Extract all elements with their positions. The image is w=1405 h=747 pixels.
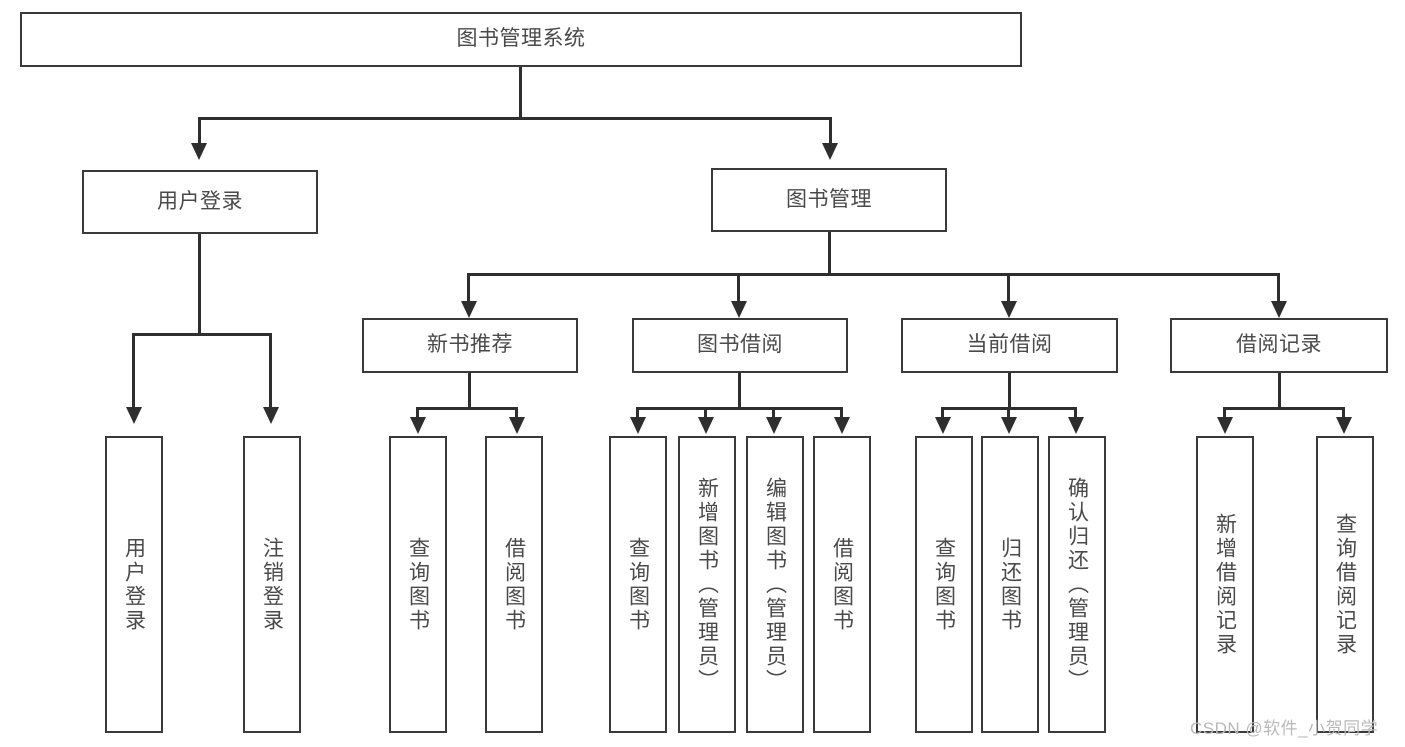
node-label: 当前借阅	[966, 333, 1053, 357]
arrowhead-to-leaf-return-book	[1001, 417, 1017, 434]
arrowhead-to-book-borrow	[731, 301, 747, 318]
node-label: 注销登录	[260, 536, 284, 633]
connector-current-borrow-stem	[1008, 373, 1011, 410]
node-label: 新增借阅记录	[1213, 512, 1237, 657]
connector-user-login-busbar	[132, 333, 272, 336]
connector-borrow-record-busbar	[1223, 407, 1345, 410]
node-user-login[interactable]: 用户登录	[82, 170, 318, 234]
leaf-query-book-current[interactable]: 查询图书	[915, 436, 973, 733]
connector-book-borrow-drop-3	[772, 407, 775, 419]
node-book-borrow[interactable]: 图书借阅	[632, 318, 848, 373]
connector-book-borrow-drop-2	[704, 407, 707, 419]
node-label: 编辑图书（管理员）	[763, 476, 787, 693]
connector-root-stem	[519, 67, 522, 119]
leaf-add-borrow-record[interactable]: 新增借阅记录	[1196, 436, 1254, 733]
connector-book-manage-drop-4	[1277, 273, 1280, 303]
connector-book-manage-drop-2	[737, 273, 740, 303]
arrowhead-to-new-book-recommend	[461, 301, 477, 318]
arrowhead-to-leaf-add-book	[698, 417, 714, 434]
node-label: 新书推荐	[427, 333, 513, 357]
leaf-query-borrow-record[interactable]: 查询借阅记录	[1316, 436, 1374, 733]
connector-root-drop-right	[829, 117, 832, 145]
connector-book-manage-drop-1	[467, 273, 470, 303]
connector-book-borrow-busbar	[636, 407, 842, 410]
node-label: 用户登录	[122, 536, 146, 633]
connector-root-busbar	[198, 117, 832, 120]
node-label: 借阅图书	[830, 536, 854, 633]
node-book-manage[interactable]: 图书管理	[711, 168, 947, 232]
connector-user-login-drop-1	[132, 333, 135, 409]
connector-new-book-drop-2	[515, 407, 518, 419]
connector-book-borrow-drop-4	[840, 407, 843, 419]
arrowhead-to-current-borrow	[1001, 301, 1017, 318]
connector-user-login-stem	[198, 234, 201, 335]
leaf-confirm-return-admin[interactable]: 确认归还（管理员）	[1048, 436, 1106, 733]
node-label: 用户登录	[157, 189, 243, 213]
node-label: 新增图书（管理员）	[695, 476, 719, 693]
connector-current-borrow-drop-1	[941, 407, 944, 419]
watermark-text: CSDN @软件_小贺同学	[1190, 719, 1379, 738]
arrowhead-to-leaf-query-book-b	[630, 417, 646, 434]
connector-user-login-drop-2	[269, 333, 272, 409]
arrowhead-to-leaf-edit-book	[766, 417, 782, 434]
connector-new-book-stem	[468, 373, 471, 410]
node-label: 查询图书	[406, 536, 430, 633]
arrowhead-to-leaf-query-book-a	[410, 417, 426, 434]
arrowhead-to-leaf-query-book-c	[935, 417, 951, 434]
connector-book-borrow-stem	[738, 373, 741, 410]
arrowhead-to-book-manage	[822, 143, 838, 160]
connector-new-book-busbar	[416, 407, 518, 410]
leaf-query-book-recommend[interactable]: 查询图书	[389, 436, 447, 733]
connector-book-borrow-drop-1	[636, 407, 639, 419]
arrowhead-to-leaf-query-record	[1336, 417, 1352, 434]
leaf-edit-book-admin[interactable]: 编辑图书（管理员）	[746, 436, 804, 733]
connector-current-borrow-drop-3	[1074, 407, 1077, 419]
leaf-borrow-book-recommend[interactable]: 借阅图书	[485, 436, 543, 733]
leaf-return-book[interactable]: 归还图书	[981, 436, 1039, 733]
leaf-borrow-book[interactable]: 借阅图书	[813, 436, 871, 733]
leaf-user-login[interactable]: 用户登录	[105, 436, 163, 733]
connector-borrow-record-drop-2	[1342, 407, 1345, 419]
connector-book-manage-stem	[828, 232, 831, 275]
arrowhead-to-leaf-confirm-return	[1068, 417, 1084, 434]
arrowhead-to-user-login	[191, 143, 207, 160]
node-root-system[interactable]: 图书管理系统	[20, 12, 1022, 67]
connector-borrow-record-stem	[1278, 373, 1281, 410]
node-borrow-record[interactable]: 借阅记录	[1170, 318, 1388, 373]
arrowhead-to-leaf-user-login	[126, 407, 142, 424]
node-label: 图书借阅	[697, 333, 783, 357]
node-label: 归还图书	[998, 536, 1022, 633]
arrowhead-to-leaf-add-record	[1217, 417, 1233, 434]
node-label: 查询借阅记录	[1333, 512, 1357, 657]
node-current-borrow[interactable]: 当前借阅	[901, 318, 1118, 373]
node-label: 借阅图书	[502, 536, 526, 633]
node-label: 确认归还（管理员）	[1065, 476, 1089, 693]
connector-root-drop-left	[198, 117, 201, 145]
connector-book-manage-drop-3	[1007, 273, 1010, 303]
node-label: 查询图书	[626, 536, 650, 633]
node-new-book-recommend[interactable]: 新书推荐	[362, 318, 578, 373]
leaf-query-book-borrow[interactable]: 查询图书	[609, 436, 667, 733]
connector-borrow-record-drop-1	[1223, 407, 1226, 419]
connector-book-manage-busbar	[467, 273, 1279, 276]
connector-new-book-drop-1	[416, 407, 419, 419]
arrowhead-to-leaf-logout	[263, 407, 279, 424]
node-label: 查询图书	[932, 536, 956, 633]
node-label: 图书管理系统	[456, 27, 586, 51]
arrowhead-to-leaf-borrow-book-a	[509, 417, 525, 434]
arrowhead-to-borrow-record	[1271, 301, 1287, 318]
connector-current-borrow-drop-2	[1007, 407, 1010, 419]
arrowhead-to-leaf-borrow-book-b	[834, 417, 850, 434]
node-label: 图书管理	[786, 187, 872, 211]
node-label: 借阅记录	[1236, 333, 1322, 357]
leaf-logout[interactable]: 注销登录	[243, 436, 301, 733]
leaf-add-book-admin[interactable]: 新增图书（管理员）	[678, 436, 736, 733]
